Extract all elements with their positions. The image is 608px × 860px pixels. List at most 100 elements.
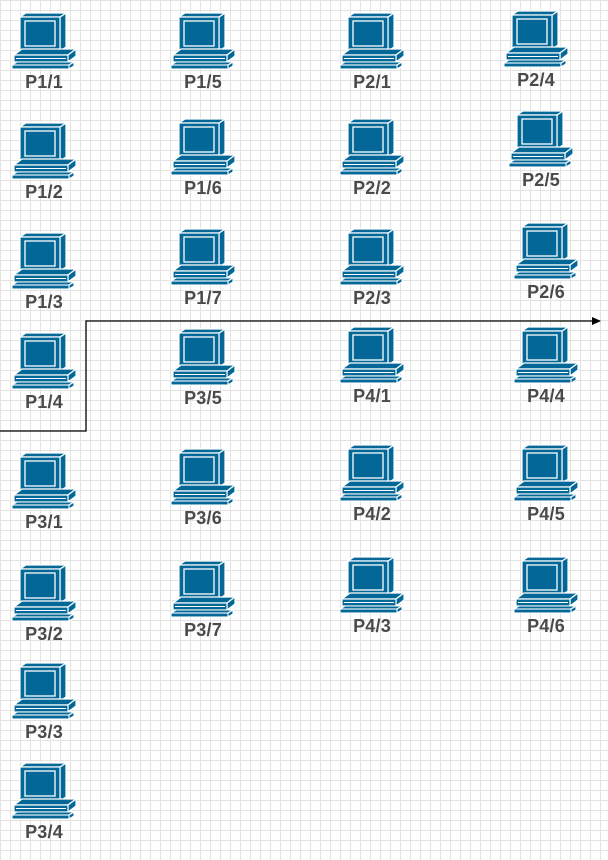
base-top <box>13 600 77 608</box>
monitor-side <box>59 564 67 604</box>
monitor-screen <box>24 240 56 267</box>
workstation-icon <box>339 12 405 70</box>
workstation-icon <box>170 448 236 506</box>
keyboard-front <box>513 378 572 384</box>
monitor-side <box>561 444 569 484</box>
monitor-side <box>59 662 67 702</box>
node-label: P1/6 <box>184 178 222 198</box>
workstation-icon <box>513 444 579 502</box>
monitor-top <box>178 228 226 234</box>
monitor-top <box>178 448 226 454</box>
base-top <box>341 480 405 488</box>
monitor-screen <box>24 20 56 47</box>
base-top <box>172 364 236 372</box>
workstation-node-p2-4[interactable]: P2/4 <box>488 10 584 108</box>
monitor-side <box>218 328 226 368</box>
workstation-node-p1-5[interactable]: P1/5 <box>155 12 251 110</box>
base-top <box>341 154 405 162</box>
keyboard-front <box>339 378 398 384</box>
workstation-node-p4-3[interactable]: P4/3 <box>324 556 420 654</box>
monitor-side <box>218 560 226 600</box>
monitor-side <box>218 228 226 268</box>
workstation-icon <box>11 332 77 390</box>
workstation-icon <box>170 560 236 618</box>
monitor-screen <box>352 564 384 591</box>
node-label: P2/6 <box>527 282 565 302</box>
monitor-screen <box>526 334 558 361</box>
monitor-screen <box>516 18 548 45</box>
base-top <box>172 596 236 604</box>
workstation-node-p3-1[interactable]: P3/1 <box>0 452 92 550</box>
node-label: P4/2 <box>353 504 391 524</box>
base-top <box>341 362 405 370</box>
workstation-node-p2-2[interactable]: P2/2 <box>324 118 420 216</box>
monitor-screen <box>183 336 215 363</box>
keyboard-front <box>170 280 229 286</box>
workstation-icon <box>513 222 579 280</box>
workstation-node-p4-6[interactable]: P4/6 <box>498 556 594 654</box>
monitor-side <box>561 222 569 262</box>
workstation-node-p2-6[interactable]: P2/6 <box>498 222 594 320</box>
node-label: P3/2 <box>25 624 63 644</box>
monitor-top <box>178 12 226 18</box>
workstation-node-p4-2[interactable]: P4/2 <box>324 444 420 542</box>
workstation-node-p4-4[interactable]: P4/4 <box>498 326 594 424</box>
workstation-node-p3-5[interactable]: P3/5 <box>155 328 251 426</box>
keyboard-front <box>339 496 398 502</box>
workstation-icon <box>339 444 405 502</box>
keyboard-front <box>339 608 398 614</box>
monitor-side <box>556 110 564 150</box>
workstation-node-p4-5[interactable]: P4/5 <box>498 444 594 542</box>
keyboard-front <box>170 170 229 176</box>
workstation-node-p4-1[interactable]: P4/1 <box>324 326 420 424</box>
keyboard-front <box>11 616 70 622</box>
node-label: P4/4 <box>527 386 565 406</box>
workstation-node-p3-4[interactable]: P3/4 <box>0 762 92 860</box>
workstation-node-p1-3[interactable]: P1/3 <box>0 232 92 330</box>
monitor-top <box>521 326 569 332</box>
base-top <box>515 258 579 266</box>
node-label: P4/3 <box>353 616 391 636</box>
workstation-node-p1-2[interactable]: P1/2 <box>0 122 92 220</box>
workstation-node-p2-1[interactable]: P2/1 <box>324 12 420 110</box>
node-label: P4/6 <box>527 616 565 636</box>
keyboard-front <box>170 380 229 386</box>
workstation-node-p1-7[interactable]: P1/7 <box>155 228 251 326</box>
workstation-node-p3-2[interactable]: P3/2 <box>0 564 92 662</box>
node-label: P4/5 <box>527 504 565 524</box>
base-top <box>13 798 77 806</box>
workstation-icon <box>513 326 579 384</box>
monitor-side <box>551 10 559 50</box>
base-top <box>341 48 405 56</box>
node-label: P3/4 <box>25 822 63 842</box>
node-label: P4/1 <box>353 386 391 406</box>
workstation-node-p1-1[interactable]: P1/1 <box>0 12 92 110</box>
workstation-icon <box>11 232 77 290</box>
workstation-node-p1-4[interactable]: P1/4 <box>0 332 92 430</box>
monitor-screen <box>24 770 56 797</box>
workstation-node-p3-3[interactable]: P3/3 <box>0 662 92 760</box>
workstation-icon <box>170 328 236 386</box>
workstation-node-p3-7[interactable]: P3/7 <box>155 560 251 658</box>
monitor-side <box>218 118 226 158</box>
node-label: P3/1 <box>25 512 63 532</box>
monitor-side <box>59 12 67 52</box>
workstation-icon <box>11 662 77 720</box>
workstation-node-p1-6[interactable]: P1/6 <box>155 118 251 216</box>
workstation-icon <box>11 12 77 70</box>
monitor-screen <box>183 20 215 47</box>
workstation-node-p2-5[interactable]: P2/5 <box>493 110 589 208</box>
node-label: P1/1 <box>25 72 63 92</box>
workstation-node-p2-3[interactable]: P2/3 <box>324 228 420 326</box>
monitor-top <box>521 222 569 228</box>
monitor-side <box>387 444 395 484</box>
keyboard-front <box>11 504 70 510</box>
monitor-top <box>19 452 67 458</box>
node-label: P3/6 <box>184 508 222 528</box>
keyboard-front <box>513 274 572 280</box>
monitor-top <box>521 444 569 450</box>
base-top <box>341 264 405 272</box>
monitor-screen <box>183 456 215 483</box>
workstation-node-p3-6[interactable]: P3/6 <box>155 448 251 546</box>
